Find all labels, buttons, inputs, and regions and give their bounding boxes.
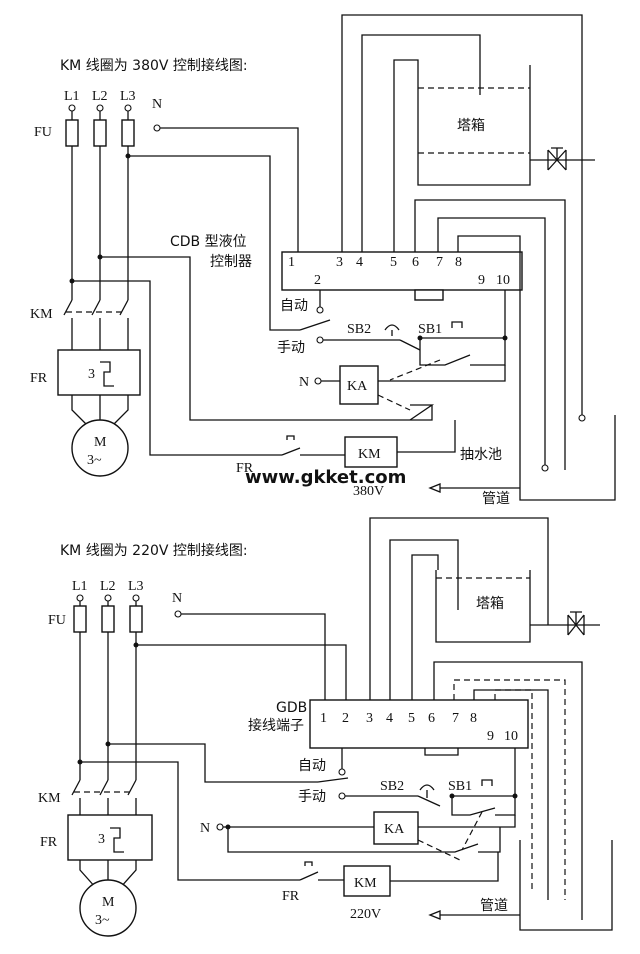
sb1-label: SB1 — [418, 322, 442, 337]
ka-relay — [373, 811, 419, 845]
fr-label: FR — [30, 371, 48, 386]
motor-phase: 3~ — [87, 453, 102, 468]
phase-terminal — [68, 104, 76, 112]
pool-label: 抽水池 — [460, 447, 502, 463]
motor-label: M — [102, 895, 115, 910]
svg-text:1: 1 — [288, 255, 295, 270]
svg-text:3: 3 — [336, 255, 343, 270]
motor-label: M — [94, 435, 107, 450]
fuse-label: FU — [48, 613, 66, 628]
phase-l2-label: L2 — [92, 89, 108, 104]
km-label: KM — [30, 307, 53, 322]
svg-text:2: 2 — [342, 711, 349, 726]
controller-name: CDB 型液位 — [170, 234, 247, 250]
phase-terminal — [124, 104, 132, 112]
auto-label: 自动 — [298, 758, 326, 774]
controller-sub: 控制器 — [210, 254, 252, 270]
fuse — [93, 119, 107, 147]
neutral-label: N — [152, 97, 162, 112]
ka-relay — [339, 365, 379, 405]
phase-l3-label: L3 — [120, 89, 136, 104]
phase-l1-label: L1 — [64, 89, 80, 104]
fuse-label: FU — [34, 125, 52, 140]
overload-relay — [57, 349, 141, 396]
diagram-2-title: KM 线圈为 220V 控制接线图: — [60, 542, 248, 559]
gdb-terminal-block — [309, 699, 529, 749]
fuse — [101, 605, 115, 633]
km-coil-label: KM — [358, 447, 381, 462]
svg-text:5: 5 — [390, 255, 397, 270]
sb2-label: SB2 — [347, 322, 371, 337]
fuse — [73, 605, 87, 633]
neutral-terminal — [153, 124, 161, 132]
svg-text:9: 9 — [487, 729, 494, 744]
svg-text:4: 4 — [386, 711, 393, 726]
svg-text:6: 6 — [412, 255, 419, 270]
svg-text:5: 5 — [408, 711, 415, 726]
controller-name: GDB — [276, 700, 307, 716]
diagram-380v: KM 线圈为 380V 控制接线图: L1 L2 L3 N FU KM FR 3… — [30, 14, 616, 507]
ka-n-label: N — [299, 375, 309, 390]
svg-text:3: 3 — [98, 832, 105, 847]
tower-tank-label: 塔箱 — [476, 596, 504, 612]
phase-l3-label: L3 — [128, 579, 144, 594]
watermark: www.gkket.com — [245, 467, 406, 488]
svg-text:2: 2 — [314, 273, 321, 288]
svg-text:9: 9 — [478, 273, 485, 288]
phase-l1-label: L1 — [72, 579, 88, 594]
sb1-label: SB1 — [448, 779, 472, 794]
overload-relay — [67, 814, 153, 861]
motor — [79, 879, 137, 937]
ka-label: KA — [347, 379, 368, 394]
pipe-label: 管道 — [480, 898, 508, 914]
svg-text:6: 6 — [428, 711, 435, 726]
km-coil — [343, 865, 391, 897]
ka-label: KA — [384, 822, 405, 837]
coil-voltage: 380V — [353, 484, 384, 499]
manual-label: 手动 — [277, 340, 305, 356]
svg-text:3: 3 — [88, 367, 95, 382]
sb2-label: SB2 — [380, 779, 404, 794]
svg-text:10: 10 — [496, 273, 510, 288]
fr-contact-label: FR — [282, 889, 300, 904]
fr-label: FR — [40, 835, 58, 850]
svg-text:10: 10 — [504, 729, 518, 744]
controller-sub: 接线端子 — [248, 717, 304, 734]
svg-text:4: 4 — [356, 255, 363, 270]
motor-phase: 3~ — [95, 913, 110, 928]
fuse — [129, 605, 143, 633]
manual-label: 手动 — [298, 789, 326, 805]
pipe-label: 管道 — [482, 491, 510, 507]
svg-text:7: 7 — [452, 711, 459, 726]
fuse — [121, 119, 135, 147]
auto-label: 自动 — [280, 298, 308, 314]
diagram-1-title: KM 线圈为 380V 控制接线图: — [60, 57, 248, 74]
svg-text:1: 1 — [320, 711, 327, 726]
coil-voltage: 220V — [350, 907, 381, 922]
km-label: KM — [38, 791, 61, 806]
motor — [71, 419, 129, 477]
tower-tank-label: 塔箱 — [457, 118, 485, 134]
cdb-controller — [281, 251, 523, 291]
fr-contact-label: FR — [236, 461, 254, 476]
phase-terminal — [96, 104, 104, 112]
svg-text:3: 3 — [366, 711, 373, 726]
fuse — [65, 119, 79, 147]
svg-text:8: 8 — [455, 255, 462, 270]
neutral-label: N — [172, 591, 182, 606]
km-coil-label: KM — [354, 876, 377, 891]
svg-text:7: 7 — [436, 255, 443, 270]
diagram-220v: KM 线圈为 220V 控制接线图: L1 L2 L3 N FU KM FR 3… — [38, 517, 613, 937]
ka-n-label: N — [200, 821, 210, 836]
phase-l2-label: L2 — [100, 579, 116, 594]
svg-text:8: 8 — [470, 711, 477, 726]
